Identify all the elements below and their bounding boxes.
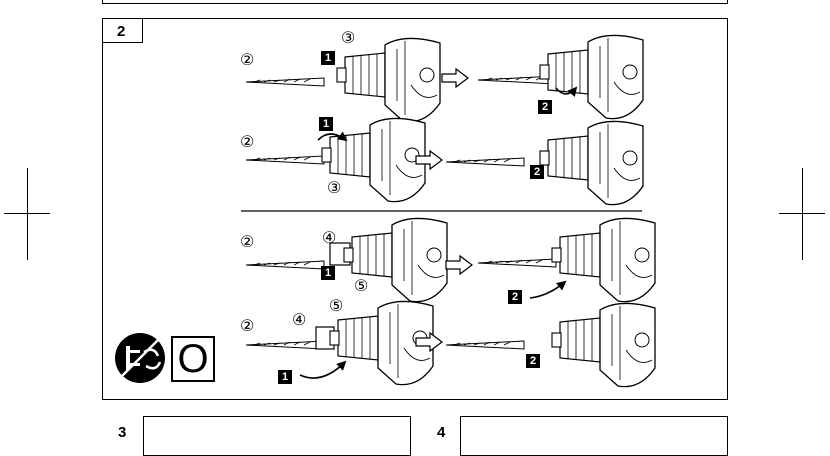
step-marker-2-row3: 2 [508, 290, 522, 304]
step-marker-1-row1: 1 [321, 51, 335, 65]
callout-collar-row4: ⑤ [329, 298, 344, 315]
step-marker-1-row4: 1 [278, 370, 292, 384]
section-2-number-tab: 2 [103, 19, 143, 43]
step-marker-2-row1: 2 [538, 100, 552, 114]
section-2-number: 2 [117, 23, 126, 40]
step-marker-1-row2: 1 [319, 117, 333, 131]
bit-installation-illustration [115, 34, 656, 388]
callout-bit-row2: ② [240, 134, 255, 151]
step-marker-2-row2: 2 [530, 165, 544, 179]
step-marker-2-row4: 2 [526, 354, 540, 368]
step-marker-1-row3: 1 [321, 266, 335, 280]
section-3-number: 3 [118, 424, 127, 441]
registration-mark-right-v [802, 168, 803, 260]
callout-collar-row3: ⑤ [354, 278, 369, 295]
drill-icon [336, 37, 441, 123]
off-switch-symbol: O [177, 337, 209, 381]
direction-arrow-icon [441, 68, 469, 88]
callout-bit-row3: ② [240, 234, 255, 251]
drill-bit-row1-left [245, 77, 325, 87]
top-section-frame [102, 0, 728, 4]
section-4-number: 4 [437, 424, 446, 441]
registration-mark-left-v [27, 168, 28, 260]
callout-chuck-row1: ③ [341, 30, 356, 47]
callout-chuck-row2: ③ [327, 180, 342, 197]
callout-sleeve-row4: ④ [292, 312, 307, 329]
section-2-frame [102, 18, 728, 400]
callout-bit-row1: ② [240, 52, 255, 69]
callout-bit-row4: ② [240, 318, 255, 335]
callout-sleeve-row3: ④ [322, 230, 337, 247]
unplug-warning-icon [115, 333, 165, 383]
off-switch-icon: O [171, 336, 215, 382]
